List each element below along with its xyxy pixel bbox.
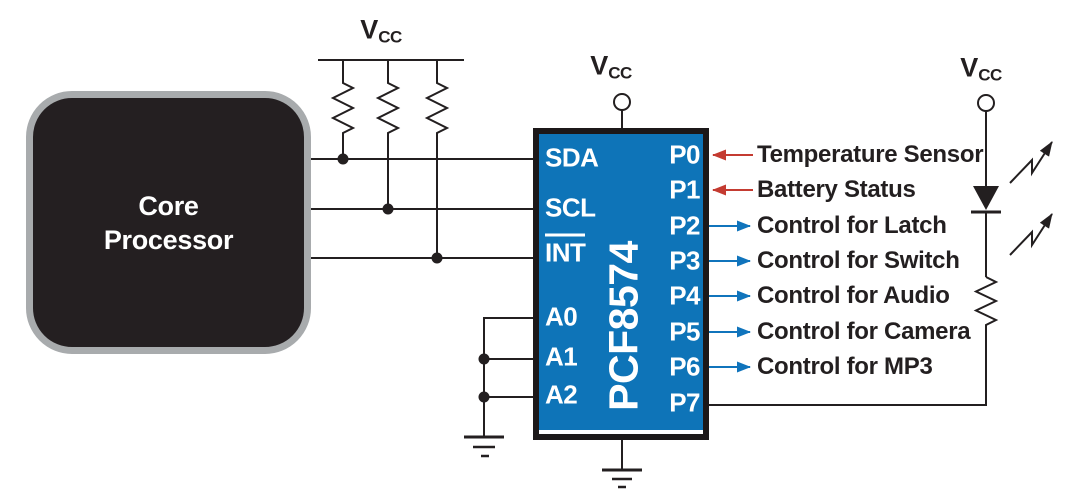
vcc-sub: CC xyxy=(378,27,402,47)
vcc-main: V xyxy=(960,52,979,83)
vcc-sub: CC xyxy=(608,63,632,83)
address-bus xyxy=(483,317,537,437)
led-symbol xyxy=(971,186,1001,277)
pin-int-label: INT xyxy=(545,233,586,269)
label-control-mp3: Control for MP3 xyxy=(757,353,933,380)
pullup-resistor-1 xyxy=(330,60,356,159)
vcc-terminal-chip xyxy=(613,93,631,131)
label-temperature-sensor: Temperature Sensor xyxy=(757,141,984,168)
pcf8574-chip xyxy=(533,128,709,440)
pullup-resistor-3 xyxy=(424,60,450,258)
input-arrows xyxy=(712,149,753,196)
pin-p1: P1 xyxy=(669,174,700,205)
i2c-bus-wires xyxy=(300,158,537,259)
label-control-latch: Control for Latch xyxy=(757,212,947,239)
pin-scl: SCL xyxy=(545,192,596,223)
pin-p2: P2 xyxy=(669,210,700,241)
vcc-main: V xyxy=(590,50,609,81)
pin-p7: P7 xyxy=(669,387,700,418)
output-arrows xyxy=(709,220,751,373)
pin-p0: P0 xyxy=(669,139,700,170)
pin-p6: P6 xyxy=(669,351,700,382)
vcc-label-chip: VCC xyxy=(590,50,632,83)
processor-label-line1: Core xyxy=(138,190,199,221)
vcc-terminal-led xyxy=(977,94,995,186)
vcc-label-pullups: VCC xyxy=(360,14,402,47)
ground-symbol-address xyxy=(464,435,504,458)
vcc-main: V xyxy=(360,14,379,45)
junction-dots xyxy=(337,153,490,403)
ground-symbol-chip xyxy=(602,438,642,489)
pin-p5: P5 xyxy=(669,316,700,347)
vcc-label-led: VCC xyxy=(960,52,1002,85)
chip-part-number: PCF8574 xyxy=(600,241,647,411)
vcc-sub: CC xyxy=(978,65,1002,85)
pin-int: INT xyxy=(545,233,586,269)
label-control-camera: Control for Camera xyxy=(757,318,971,345)
pin-p3: P3 xyxy=(669,245,700,276)
label-control-switch: Control for Switch xyxy=(757,247,960,274)
label-battery-status: Battery Status xyxy=(757,176,916,203)
core-processor-block: Core Processor xyxy=(26,91,311,354)
processor-label-line2: Processor xyxy=(103,224,234,255)
pin-p4: P4 xyxy=(669,280,700,311)
series-resistor xyxy=(709,276,999,406)
pin-a0: A0 xyxy=(545,301,578,332)
led-light-arrows xyxy=(1009,141,1053,256)
pin-a1: A1 xyxy=(545,341,578,372)
pin-a2: A2 xyxy=(545,379,578,410)
label-control-audio: Control for Audio xyxy=(757,282,950,309)
pin-sda: SDA xyxy=(545,142,599,173)
chip-body xyxy=(539,134,703,434)
pullup-resistor-2 xyxy=(375,60,401,209)
